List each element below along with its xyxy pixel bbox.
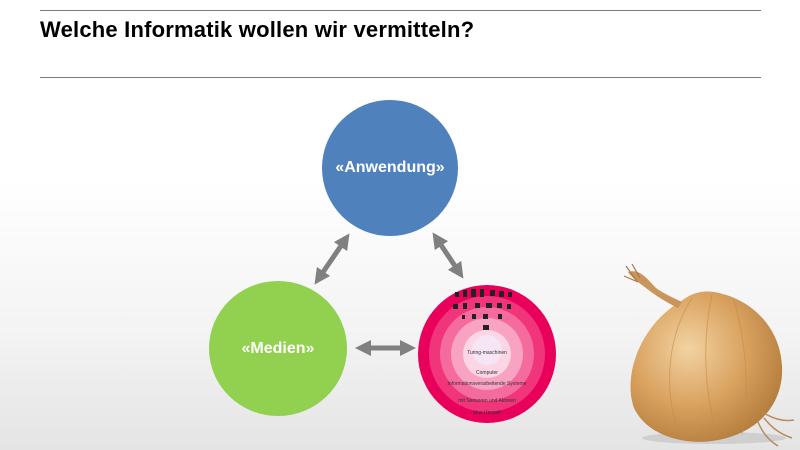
arrow-anwendung-informatik [432, 232, 464, 279]
title-rule-bottom [40, 77, 761, 78]
informatik-layer-model: Turing-maschinen Computer Informationsve… [418, 285, 556, 423]
node-anwendung: «Anwendung» [322, 100, 458, 236]
ring-pictogram-icons [453, 289, 512, 330]
ring-label-turing: Turing-maschinen [467, 350, 507, 356]
onion-stripes [669, 293, 747, 439]
ring-label-umwelt: plus Umwelt [473, 410, 501, 416]
title-rule-top [40, 10, 761, 11]
slide-title: Welche Informatik wollen wir vermitteln? [40, 17, 475, 42]
ring-label-systeme: Informationsverarbeitende Systeme [448, 381, 527, 387]
onion-body [630, 291, 783, 442]
onion-stem-fibers [623, 263, 641, 283]
node-anwendung-label: «Anwendung» [335, 159, 445, 176]
ring-label-computer: Computer [476, 370, 498, 376]
onion-stem [628, 271, 682, 308]
onion-roots [757, 411, 795, 447]
node-medien: «Medien» [209, 281, 347, 416]
node-medien-label: «Medien» [241, 339, 315, 357]
onion-photo [623, 263, 795, 447]
arrow-anwendung-medien [314, 233, 350, 285]
ring-core [472, 335, 502, 365]
ring-label-sensoren: mit Sensoren und Aktoren [458, 398, 516, 404]
